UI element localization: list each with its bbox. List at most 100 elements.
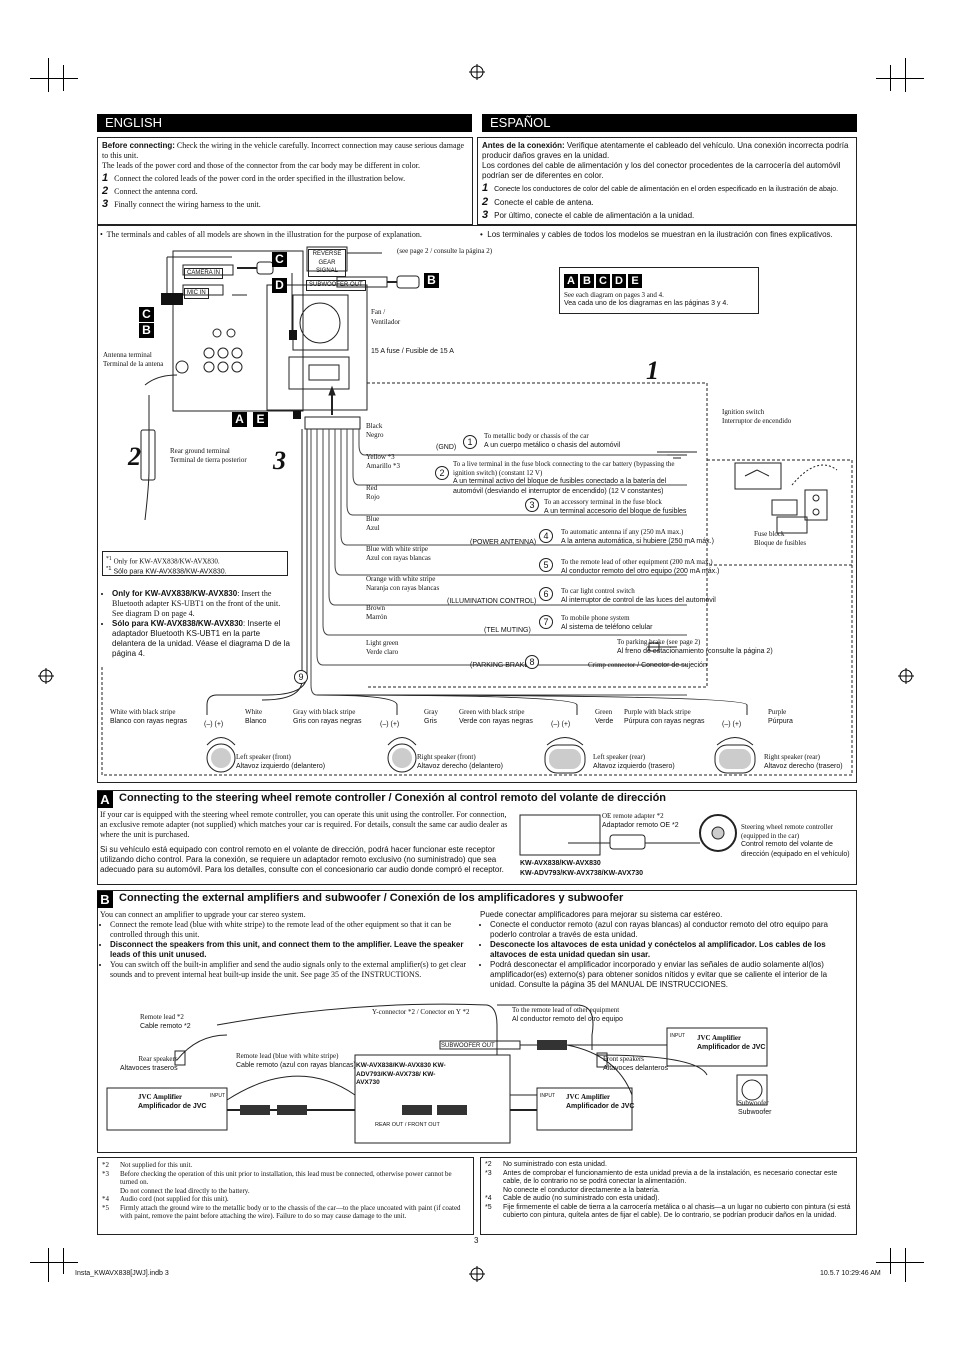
wire-8-dest: To parking brake (see page 2)Al freno de… [617, 638, 773, 655]
only-for-note: Only for KW-AVX838/KW-AVX830: Insert the… [102, 589, 292, 659]
step-1-marker: 1 [646, 356, 659, 385]
tag-a: A [232, 412, 247, 427]
section-a-title: Connecting to the steering wheel remote … [119, 792, 667, 804]
wire-4-dest: To automatic antenna if any (250 mA max.… [561, 528, 714, 545]
fan-label: Fan / [371, 308, 386, 316]
wire-5-dest: To the remote lead of other equipment (2… [561, 558, 720, 575]
see-page2: (see page 2 / consulte la página 2) [397, 247, 493, 255]
star-note-box: *1 Only for KW-AVX838/KW-AVX830. *1 Sólo… [102, 551, 288, 576]
tag-e: E [253, 412, 268, 427]
fuse-label: 15 A fuse / Fusible de 15 A [371, 348, 454, 355]
speaker-4-name: Right speaker (rear)Altavoz derecho (tra… [764, 753, 843, 770]
tag-d: D [272, 278, 287, 293]
steering-wheel-label: Steering wheel remote controller (equipp… [741, 823, 850, 858]
tel-muting-label: (TEL MUTING) [484, 627, 531, 634]
tag-b: B [424, 273, 439, 288]
sub-out-label: SUBWOOFER OUT [441, 1043, 495, 1049]
power-antenna-label: (POWER ANTENNA) [470, 539, 537, 546]
circle-4: 4 [539, 529, 553, 543]
tag-c2: C [139, 307, 154, 322]
note-es: Los terminales y cables de todos los mod… [487, 230, 833, 239]
section-b-models: KW-AVX838/KW-AVX830 KW-ADV793/KW-AVX738/… [356, 1062, 446, 1086]
gnd-label: (GND) [436, 444, 457, 451]
step-2-marker: 2 [128, 442, 141, 471]
parking-brake-label: (PARKING BRAKE) [470, 662, 532, 669]
intro-en: Before connecting: Check the wiring in t… [97, 137, 473, 225]
wire-3-dest: To an accessory terminal in the fuse blo… [544, 498, 687, 515]
section-a-es: Si su vehículo está equipado con control… [100, 845, 504, 874]
circle-7: 7 [539, 615, 553, 629]
registration-mark-icon [469, 64, 485, 80]
tag-c: C [272, 252, 287, 267]
english-header: ENGLISH [97, 114, 472, 132]
note-en: The terminals and cables of all models a… [106, 230, 422, 239]
section-b-es: Puede conectar amplificadores para mejor… [480, 910, 850, 990]
amplifier-drawing [106, 1003, 768, 1144]
remote-blue-label: Remote lead (blue with white stripe)Cabl… [236, 1052, 356, 1069]
page-number: 3 [474, 1236, 479, 1245]
circle-3: 3 [525, 498, 539, 512]
circle-6: 6 [539, 587, 553, 601]
wiring-drawing [101, 246, 853, 776]
intro-es: Antes de la conexión: Verifique atentame… [477, 137, 857, 225]
section-b-en: You can connect an amplifier to upgrade … [100, 910, 470, 980]
mic-in-label: MIC IN [184, 288, 209, 299]
circle-1: 1 [463, 435, 477, 449]
camera-in-label: CAMERA IN [184, 268, 224, 279]
circle-5: 5 [539, 558, 553, 572]
illumination-label: (ILLUMINATION CONTROL) [447, 598, 537, 605]
espanol-header: ESPAÑOL [482, 114, 857, 132]
section-b [97, 890, 857, 1153]
registration-mark-icon [469, 1266, 485, 1282]
crimp-label: Crimp connector / Conector de sujeción [588, 661, 707, 669]
section-a-models2: KW-ADV793/KW-AVX738/KW-AVX730 [520, 870, 644, 877]
section-a-en: If your car is equipped with the steerin… [100, 810, 508, 839]
rear-front-out-label: REAR OUT / FRONT OUT [375, 1122, 440, 1128]
step-3-marker: 3 [273, 446, 286, 475]
section-b-title: Connecting the external amplifiers and s… [119, 892, 624, 904]
fan-label-es: Ventilador [371, 318, 401, 326]
y-connector-label: Y-connector *2 / Conector en Y *2 [372, 1008, 470, 1016]
subwoofer-out-label: SUBWOOFER OUT [306, 280, 366, 291]
slug-left: Insta_KWAVX838[JWJ].indb 3 [75, 1270, 169, 1277]
registration-mark-icon [38, 668, 54, 684]
wiring-diagram [97, 225, 857, 783]
registration-mark-icon [898, 668, 914, 684]
reverse-gear-label: REVERSE GEAR SIGNAL [308, 249, 346, 277]
speaker-1-name: Left speaker (front)Altavoz izquierdo (d… [236, 753, 326, 770]
wire-2-dest: To a live terminal in the fuse block con… [453, 460, 675, 495]
circle-2: 2 [435, 466, 449, 480]
